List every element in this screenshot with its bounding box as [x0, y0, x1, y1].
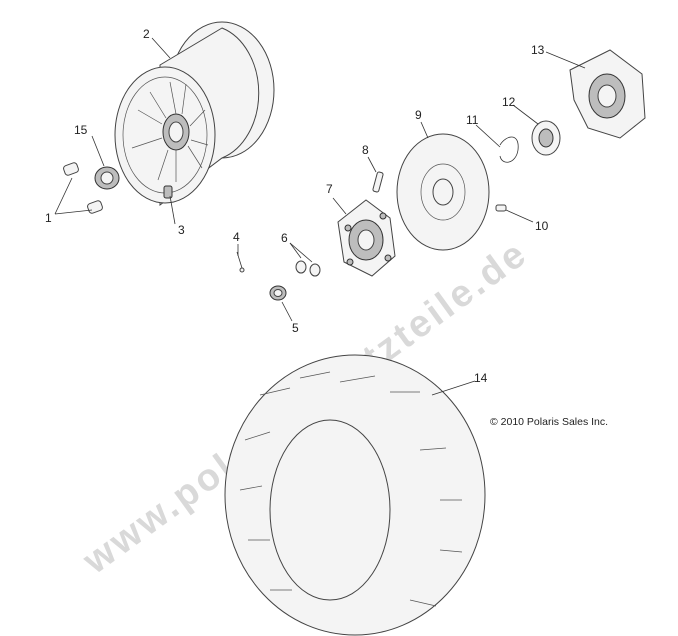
valve-stem — [163, 185, 173, 199]
callout-7: 7 — [326, 182, 333, 196]
copyright-notice: © 2010 Polaris Sales Inc. — [490, 416, 608, 428]
castle-nut — [269, 285, 287, 301]
steering-knuckle — [569, 49, 646, 139]
leader-lines — [54, 37, 586, 396]
callout-14: 14 — [474, 371, 488, 385]
washers — [295, 260, 321, 277]
callout-9: 9 — [415, 108, 422, 122]
tire — [224, 354, 486, 636]
callout-10: 10 — [535, 219, 549, 233]
retaining-ring — [499, 136, 519, 163]
lug-stud-lower — [87, 200, 103, 214]
brake-disc — [396, 133, 490, 251]
wheel-hub — [337, 199, 396, 277]
callout-3: 3 — [178, 223, 185, 237]
callout-5: 5 — [292, 321, 299, 335]
wheel-bearing — [531, 120, 561, 156]
wheel-rim — [114, 21, 275, 207]
callout-11: 11 — [466, 113, 479, 127]
callout-1: 1 — [45, 211, 52, 225]
callout-12: 12 — [502, 95, 516, 109]
callout-6: 6 — [281, 231, 288, 245]
disc-bolt — [495, 204, 507, 212]
center-cap-nut — [94, 166, 120, 190]
wheel-stud — [372, 171, 384, 193]
callout-15: 15 — [74, 123, 88, 137]
callout-8: 8 — [362, 143, 369, 157]
callout-2: 2 — [143, 27, 150, 41]
lug-stud-upper — [63, 162, 79, 176]
callout-4: 4 — [233, 230, 240, 244]
callout-13: 13 — [531, 43, 545, 57]
